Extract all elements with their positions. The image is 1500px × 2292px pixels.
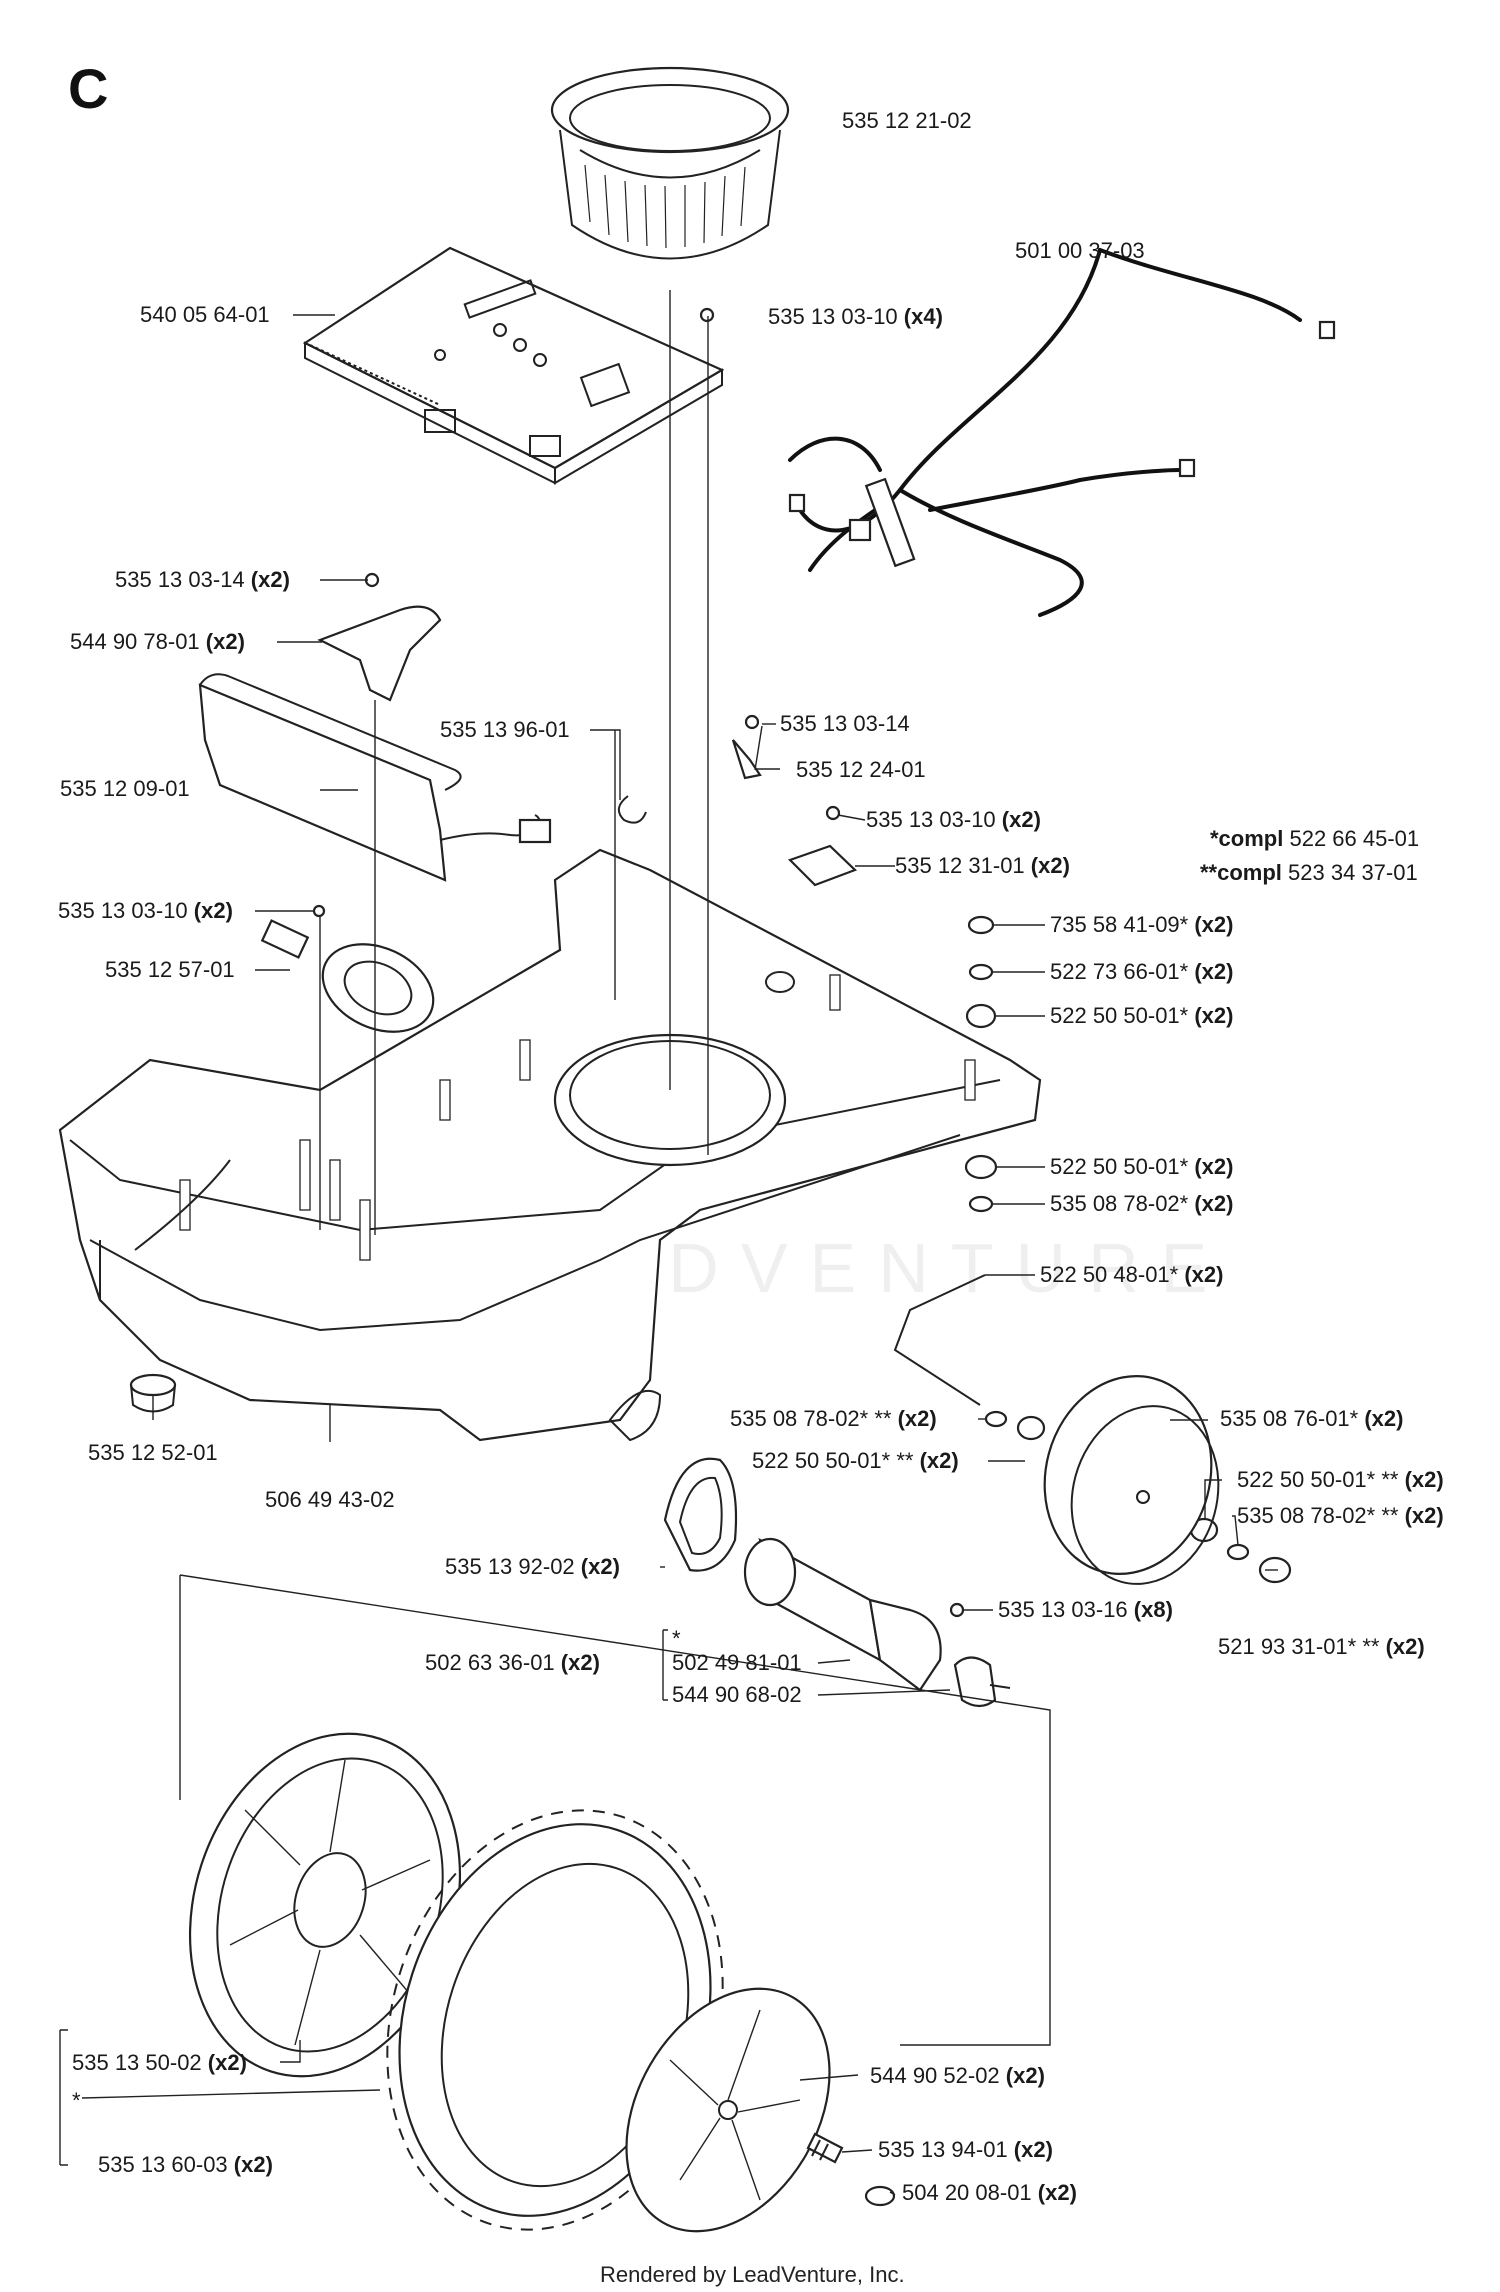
drawing-ring-cup xyxy=(550,66,790,260)
drawing-circuit-board xyxy=(302,246,725,485)
callout-535-08-78-02-c: 535 08 78-02* ** (x2) xyxy=(1237,1503,1444,1528)
part-drawings xyxy=(58,66,1336,2233)
callout-535-13-92-02: 535 13 92-02 (x2) xyxy=(445,1554,620,1579)
callout-535-13-03-16: 535 13 03-16 (x8) xyxy=(998,1597,1173,1622)
drawing-speaker xyxy=(260,919,435,1033)
drawing-clips xyxy=(617,739,858,887)
note-compl-1: *compl 522 66 45-01 xyxy=(1210,826,1419,851)
section-letter: C xyxy=(68,57,108,120)
leader-lines xyxy=(59,290,1278,2196)
callout-501-00-37-03: 501 00 37-03 xyxy=(1015,238,1145,263)
callout-522-50-50-01-a: 522 50 50-01* (x2) xyxy=(1050,1003,1233,1028)
callout-502-63-36-01: 502 63 36-01 (x2) xyxy=(425,1650,600,1675)
drawing-small-wheel xyxy=(1043,1375,1220,1585)
drawing-hub-cap xyxy=(625,1987,831,2233)
drawing-bearings xyxy=(964,915,1292,1584)
callout-535-13-96-01: 535 13 96-01 xyxy=(440,717,570,742)
callout-535-13-03-14: 535 13 03-14 xyxy=(780,711,910,736)
callout-544-90-52-02: 544 90 52-02 (x2) xyxy=(870,2063,1045,2088)
callout-540-05-64-01: 540 05 64-01 xyxy=(140,302,270,327)
callout-535-12-52-01: 535 12 52-01 xyxy=(88,1440,218,1465)
callout-506-49-43-02: 506 49 43-02 xyxy=(265,1487,395,1512)
drawing-bolt-cap xyxy=(806,2132,896,2207)
callout-535-08-76-01: 535 08 76-01* (x2) xyxy=(1220,1406,1403,1431)
callout-535-12-21-02: 535 12 21-02 xyxy=(842,108,972,133)
callout-535-13-03-14-x2: 535 13 03-14 (x2) xyxy=(115,567,290,592)
callouts: 535 12 21-02 501 00 37-03 540 05 64-01 5… xyxy=(58,108,1444,2205)
callout-535-13-03-10-x2-a: 535 13 03-10 (x2) xyxy=(866,807,1041,832)
drawing-battery-pack xyxy=(198,673,552,882)
callout-535-12-57-01: 535 12 57-01 xyxy=(105,957,235,982)
drawing-gear-housing xyxy=(953,1656,1011,1708)
callout-521-93-31-01: 521 93 31-01* ** (x2) xyxy=(1218,1634,1425,1659)
footer-credit: Rendered by LeadVenture, Inc. xyxy=(600,2262,905,2287)
callout-522-50-50-01-c: 522 50 50-01* ** (x2) xyxy=(752,1448,959,1473)
drawing-chassis xyxy=(58,848,1042,1442)
callout-535-12-09-01: 535 12 09-01 xyxy=(60,776,190,801)
callout-504-20-08-01: 504 20 08-01 (x2) xyxy=(902,2180,1077,2205)
assembly-outline xyxy=(179,1574,1051,2046)
callout-535-13-03-10-x2-b: 535 13 03-10 (x2) xyxy=(58,898,233,923)
callout-522-50-48-01: 522 50 48-01* (x2) xyxy=(1040,1262,1223,1287)
callout-522-50-50-01-b: 522 50 50-01* (x2) xyxy=(1050,1154,1233,1179)
callout-522-73-66-01: 522 73 66-01* (x2) xyxy=(1050,959,1233,984)
callout-502-49-81-01: 502 49 81-01 xyxy=(672,1650,802,1675)
drawing-bracket xyxy=(317,605,442,702)
callout-535-08-78-02-b: 535 08 78-02* ** (x2) xyxy=(730,1406,937,1431)
callout-535-08-78-02-a: 535 08 78-02* (x2) xyxy=(1050,1191,1233,1216)
callout-asterisk-motor: * xyxy=(672,1626,681,1651)
note-compl-2: **compl 523 34 37-01 xyxy=(1200,860,1418,885)
callout-535-13-60-03: 535 13 60-03 (x2) xyxy=(98,2152,273,2177)
callout-535-13-50-02: 535 13 50-02 (x2) xyxy=(72,2050,247,2075)
drawing-screws xyxy=(312,307,965,1618)
drawing-wire-harness xyxy=(788,248,1336,617)
callout-535-13-03-10-x4: 535 13 03-10 (x4) xyxy=(768,304,943,329)
callout-535-13-94-01: 535 13 94-01 (x2) xyxy=(878,2137,1053,2162)
callout-asterisk-wheel: * xyxy=(72,2088,81,2113)
drawing-axle-rod xyxy=(893,1274,986,1406)
callout-544-90-78-01: 544 90 78-01 (x2) xyxy=(70,629,245,654)
callout-522-50-50-01-d: 522 50 50-01* ** (x2) xyxy=(1237,1467,1444,1492)
callout-544-90-68-02: 544 90 68-02 xyxy=(672,1682,802,1707)
callout-535-12-24-01: 535 12 24-01 xyxy=(796,757,926,782)
drawing-motor xyxy=(743,1537,942,1692)
drawing-gasket xyxy=(663,1457,738,1572)
callout-735-58-41-09: 735 58 41-09* (x2) xyxy=(1050,912,1233,937)
callout-535-12-31-01: 535 12 31-01 (x2) xyxy=(895,853,1070,878)
